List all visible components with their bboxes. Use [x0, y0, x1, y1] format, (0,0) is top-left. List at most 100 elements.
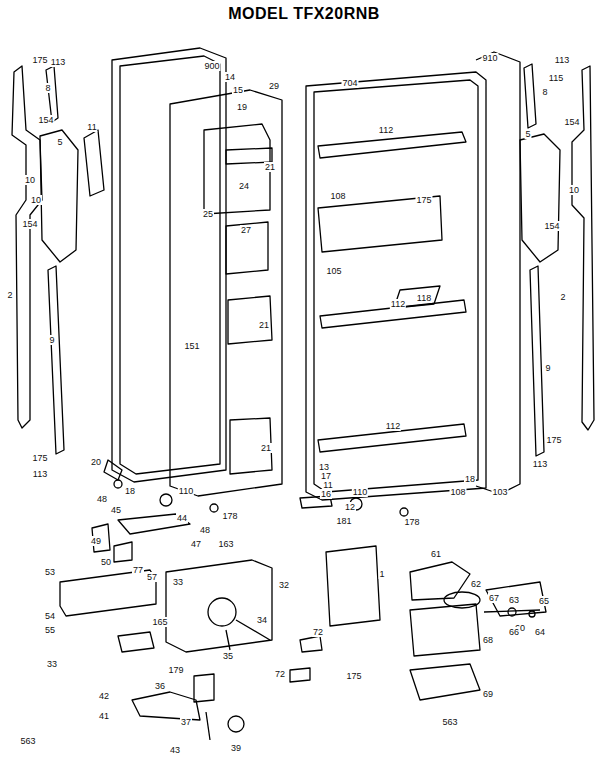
callout-number: 5: [524, 129, 531, 139]
callout-number: 151: [183, 341, 200, 351]
door-bin: [226, 148, 272, 474]
callout-number: 18: [124, 486, 136, 496]
trim-strip: [524, 64, 536, 128]
callout-number: 9: [48, 335, 55, 345]
callout-number: 175: [345, 671, 362, 681]
callout-number: 45: [110, 505, 122, 515]
cam: [160, 494, 172, 506]
callout-number: 50: [100, 557, 112, 567]
callout-number: 118: [416, 293, 432, 303]
callout-number: 115: [548, 73, 564, 83]
door-gasket: [314, 80, 478, 492]
callout-number: 21: [258, 320, 270, 330]
callout-number: 63: [508, 595, 520, 605]
dispenser-panel: [60, 570, 156, 616]
callout-number: 43: [169, 745, 181, 755]
callout-number: 19: [236, 102, 248, 112]
callout-number: 8: [44, 83, 51, 93]
instruction-card: [326, 546, 380, 626]
callout-number: 48: [96, 494, 108, 504]
callout-number: 53: [44, 567, 56, 577]
callout-number: 113: [32, 469, 48, 479]
callout-number: 112: [390, 299, 406, 309]
callout-number: 32: [278, 580, 290, 590]
ice-chute: [410, 604, 480, 656]
chute-cover: [410, 562, 470, 600]
hinge: [104, 460, 122, 480]
callout-number: 42: [98, 691, 110, 701]
callout-number: 113: [554, 55, 570, 65]
callout-number: 154: [21, 219, 38, 229]
callout-number: 18: [464, 474, 476, 484]
liner-shelf: [204, 124, 270, 214]
bracket: [194, 674, 214, 702]
callout-number: 62: [470, 579, 482, 589]
diagram-title: MODEL TFX20RNB: [228, 5, 380, 23]
door-bin: [318, 196, 442, 252]
callout-number: 67: [488, 593, 500, 603]
callout-number: 113: [50, 57, 66, 67]
callout-number: 15: [232, 85, 244, 95]
washer: [529, 611, 535, 617]
hinge-pin: [114, 480, 122, 488]
door-handle: [520, 134, 560, 262]
callout-number: 36: [154, 681, 166, 691]
callout-number: 10: [568, 185, 580, 195]
callout-number: 72: [274, 669, 286, 679]
callout-number: 20: [90, 457, 102, 467]
callout-number: 563: [19, 736, 36, 746]
callout-number: 66: [508, 627, 520, 637]
callout-number: 68: [482, 635, 494, 645]
callout-number: 14: [224, 72, 236, 82]
dispenser-housing: [166, 560, 272, 652]
callout-number: 175: [415, 195, 432, 205]
callout-number: 112: [378, 125, 394, 135]
callout-number: 10: [24, 175, 36, 185]
switch: [114, 542, 132, 562]
handle-bracket: [84, 130, 104, 196]
callout-number: 44: [176, 513, 188, 523]
callout-number: 1: [378, 569, 385, 579]
callout-number: 35: [222, 651, 234, 661]
solenoid: [228, 716, 244, 732]
callout-number: 175: [31, 55, 48, 65]
callout-number: 110: [352, 487, 368, 497]
callout-number: 69: [482, 689, 494, 699]
callout-number: 11: [86, 122, 97, 132]
callout-number: 105: [325, 266, 342, 276]
callout-number: 77: [132, 565, 144, 575]
callout-number: 154: [37, 115, 54, 125]
callout-number: 175: [545, 435, 562, 445]
callout-number: 34: [256, 615, 268, 625]
trim-strip: [530, 266, 544, 456]
callout-number: 21: [260, 443, 272, 453]
callout-number: 103: [491, 487, 508, 497]
door-outer: [476, 52, 520, 494]
nut: [508, 608, 516, 616]
callout-number: 178: [403, 517, 420, 527]
callout-number: 21: [264, 162, 276, 172]
callout-number: 25: [202, 209, 214, 219]
door-outer: [112, 48, 226, 482]
callout-number: 57: [146, 572, 158, 582]
spring: [206, 712, 210, 740]
callout-number: 37: [180, 717, 192, 727]
callout-number: 61: [430, 549, 442, 559]
callout-number: 563: [441, 717, 458, 727]
callout-number: 2: [559, 292, 566, 302]
callout-number: 181: [335, 516, 352, 526]
callout-number: 704: [341, 78, 358, 88]
callout-number: 179: [167, 665, 184, 675]
callout-number: 108: [329, 191, 346, 201]
callout-number: 163: [217, 539, 234, 549]
callout-number: 33: [172, 577, 184, 587]
callout-number: 165: [151, 617, 168, 627]
callout-number: 8: [541, 87, 548, 97]
callout-number: 47: [190, 539, 202, 549]
callout-number: 112: [385, 421, 401, 431]
callout-number: 154: [563, 117, 580, 127]
callout-number: 27: [240, 225, 252, 235]
callout-number: 29: [268, 81, 280, 91]
callout-number: 5: [56, 137, 63, 147]
